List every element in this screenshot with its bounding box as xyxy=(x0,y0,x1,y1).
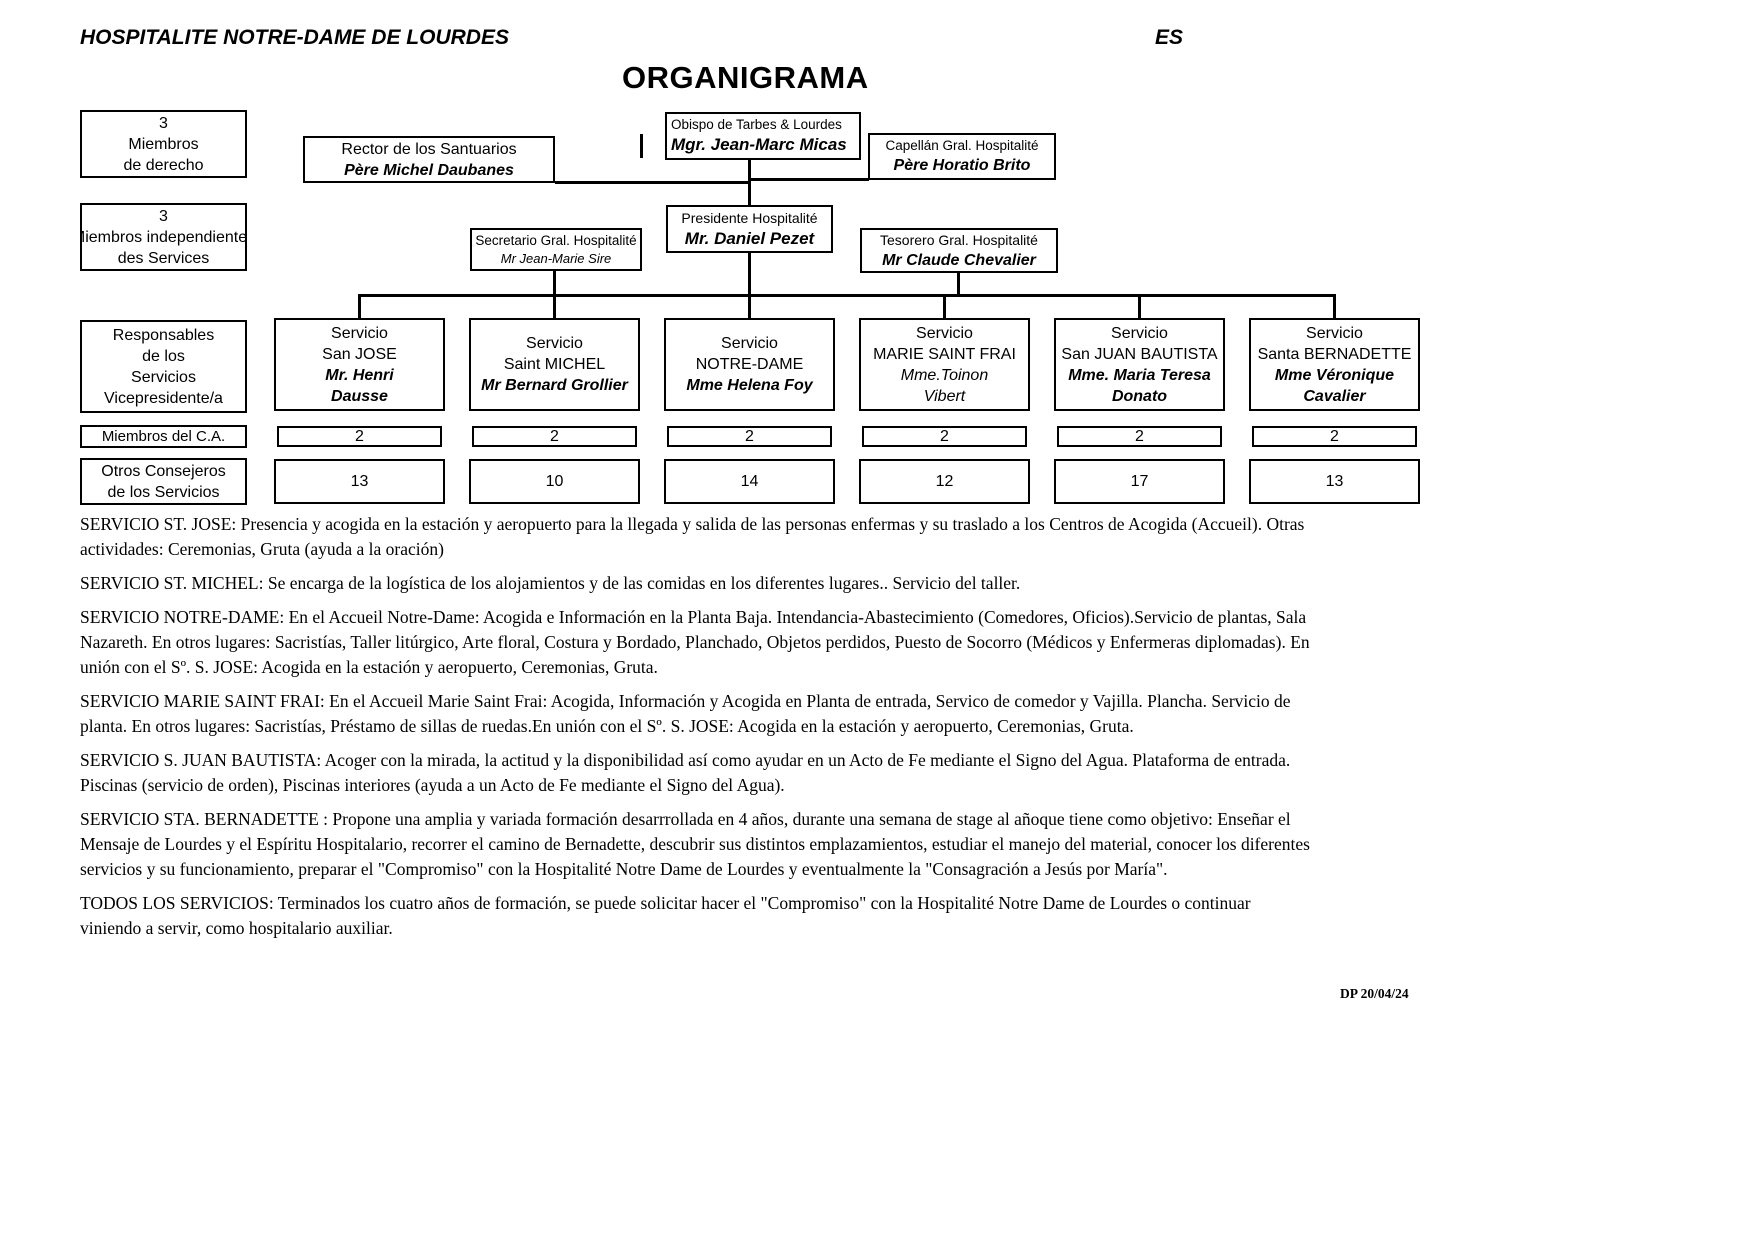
connector-drop-saint-michel xyxy=(553,296,556,318)
service-box-notre-dame: Servicio NOTRE-DAME Mme Helena Foy xyxy=(664,318,835,411)
date-stamp: DP 20/04/24 xyxy=(1340,986,1409,1001)
description-notre-dame: SERVICIO NOTRE-DAME: En el Accueil Notre… xyxy=(80,607,1310,677)
ca-count-santa-bernadette: 2 xyxy=(1252,426,1417,447)
service-name: San JOSE xyxy=(322,345,397,363)
ca-count-notre-dame: 2 xyxy=(667,426,832,447)
service-label: Servicio xyxy=(526,335,583,352)
box-tesorero: Tesorero Gral. Hospitalité Mr Claude Che… xyxy=(860,228,1058,273)
box-miembros-de-derecho: 3 Miembros de derecho xyxy=(80,110,247,178)
miembros-independientes-line2: des Services xyxy=(117,249,210,267)
responsables-line1: Responsables xyxy=(112,326,215,344)
otros-count-san-juan-bautista: 17 xyxy=(1054,459,1225,504)
service-name: Saint MICHEL xyxy=(503,356,606,373)
description-st-michel: SERVICIO ST. MICHEL: Se encarga de la lo… xyxy=(80,573,1021,593)
otros-count-marie-saint-frai: 12 xyxy=(859,459,1030,504)
box-obispo: Obispo de Tarbes & Lourdes Mgr. Jean-Mar… xyxy=(665,112,861,160)
connector-drop-san-jose xyxy=(358,296,361,318)
obispo-role: Obispo de Tarbes & Lourdes xyxy=(671,117,842,132)
chart-title: ORGANIGRAMA xyxy=(622,60,869,95)
description-st-jose: SERVICIO ST. JOSE: Presencia y acogida e… xyxy=(80,514,1305,559)
miembros-independientes-line1: Miembros independientes xyxy=(80,228,247,246)
connector-drop-santa-bernadette xyxy=(1333,296,1336,318)
connector-drop-notre-dame xyxy=(748,296,751,318)
miembros-derecho-line2: de derecho xyxy=(123,156,204,174)
service-descriptions: SERVICIO ST. JOSE: Presencia y acogida e… xyxy=(80,512,1315,950)
miembros-derecho-line1: Miembros xyxy=(128,135,199,153)
otros-consejeros-line1: Otros Consejeros xyxy=(101,462,226,480)
presidente-role: Presidente Hospitalité xyxy=(681,209,818,226)
tesorero-name: Mr Claude Chevalier xyxy=(882,251,1036,269)
description-todos-los-servicios: TODOS LOS SERVICIOS: Terminados los cuat… xyxy=(80,893,1251,938)
description-san-juan-bautista: SERVICIO S. JUAN BAUTISTA: Acoger con la… xyxy=(80,750,1291,795)
responsables-line4: Vicepresidente/a xyxy=(104,389,223,407)
presidente-name: Mr. Daniel Pezet xyxy=(684,228,815,248)
description-santa-bernadette: SERVICIO STA. BERNADETTE : Propone una a… xyxy=(80,809,1310,879)
service-label: Servicio xyxy=(916,324,973,342)
connector-center-capellan xyxy=(749,178,869,181)
box-rector: Rector de los Santuarios Père Michel Dau… xyxy=(303,136,555,183)
otros-count-saint-michel: 10 xyxy=(469,459,640,504)
service-head-name: Mme Véronique Cavalier xyxy=(1274,366,1395,405)
service-box-saint-michel: Servicio Saint MICHEL Mr Bernard Grollie… xyxy=(469,318,640,411)
miembros-independientes-count: 3 xyxy=(159,207,168,225)
service-head-name: Mme.Toinon Vibert xyxy=(900,366,989,405)
connector-obispo-presidente xyxy=(748,160,751,205)
box-secretario: Secretario Gral. Hospitalité Mr Jean-Mar… xyxy=(470,228,642,271)
service-head-name: Mme Helena Foy xyxy=(686,377,813,394)
otros-consejeros-line2: de los Servicios xyxy=(107,483,220,501)
miembros-ca-label: Miembros del C.A. xyxy=(101,428,226,445)
language-label: ES xyxy=(1155,26,1184,49)
service-name: San JUAN BAUTISTA xyxy=(1061,345,1218,363)
ca-count-san-juan-bautista: 2 xyxy=(1057,426,1222,447)
service-name: MARIE SAINT FRAI xyxy=(873,345,1016,363)
service-box-marie-saint-frai: Servicio MARIE SAINT FRAI Mme.Toinon Vib… xyxy=(859,318,1030,411)
otros-count-san-jose: 13 xyxy=(274,459,445,504)
box-miembros-independientes: 3 Miembros independientes des Services xyxy=(80,203,247,271)
connector-rector-center xyxy=(555,181,749,184)
service-box-san-juan-bautista: Servicio San JUAN BAUTISTA Mme. Maria Te… xyxy=(1054,318,1225,411)
capellan-role: Capellán Gral. Hospitalité xyxy=(885,138,1039,153)
tesorero-role: Tesorero Gral. Hospitalité xyxy=(880,231,1038,248)
responsables-line3: Servicios xyxy=(131,368,196,386)
ca-count-marie-saint-frai: 2 xyxy=(862,426,1027,447)
responsables-line2: de los xyxy=(142,347,185,365)
connector-services-horizontal xyxy=(358,294,1336,297)
service-name: NOTRE-DAME xyxy=(695,356,804,373)
otros-count-santa-bernadette: 13 xyxy=(1249,459,1420,504)
service-head-name: Mr Bernard Grollier xyxy=(481,377,628,394)
service-label: Servicio xyxy=(331,324,388,342)
service-label: Servicio xyxy=(1111,324,1168,342)
otros-count-notre-dame: 14 xyxy=(664,459,835,504)
ca-count-san-jose: 2 xyxy=(277,426,442,447)
description-marie-saint-frai: SERVICIO MARIE SAINT FRAI: En el Accueil… xyxy=(80,691,1291,736)
connector-presidente-down xyxy=(748,253,751,296)
connector-tesorero-down xyxy=(957,273,960,296)
service-box-san-jose: Servicio San JOSE Mr. Henri Dausse xyxy=(274,318,445,411)
document-title: HOSPITALITE NOTRE-DAME DE LOURDES xyxy=(80,26,509,49)
secretario-name: Mr Jean-Marie Sire xyxy=(500,251,612,266)
obispo-name: Mgr. Jean-Marc Micas xyxy=(671,135,847,154)
service-head-name: Mr. Henri Dausse xyxy=(325,366,394,405)
secretario-role: Secretario Gral. Hospitalité xyxy=(475,233,637,248)
service-box-santa-bernadette: Servicio Santa BERNADETTE Mme Véronique … xyxy=(1249,318,1420,411)
box-responsables: Responsables de los Servicios Vicepresid… xyxy=(80,320,247,413)
box-presidente: Presidente Hospitalité Mr. Daniel Pezet xyxy=(666,205,833,253)
service-head-name: Mme. Maria Teresa Donato xyxy=(1068,366,1211,405)
label-otros-consejeros: Otros Consejeros de los Servicios xyxy=(80,458,247,505)
rector-name: Père Michel Daubanes xyxy=(344,161,514,179)
connector-tick xyxy=(640,134,643,158)
connector-drop-san-juan-bautista xyxy=(1138,296,1141,318)
rector-role: Rector de los Santuarios xyxy=(341,140,517,158)
miembros-derecho-count: 3 xyxy=(159,114,168,132)
service-name: Santa BERNADETTE xyxy=(1257,345,1412,363)
connector-secretario-down xyxy=(553,271,556,296)
label-miembros-ca: Miembros del C.A. xyxy=(80,425,247,448)
capellan-name: Père Horatio Brito xyxy=(893,157,1031,174)
service-label: Servicio xyxy=(1306,324,1363,342)
box-capellan: Capellán Gral. Hospitalité Père Horatio … xyxy=(868,133,1056,180)
ca-count-saint-michel: 2 xyxy=(472,426,637,447)
service-label: Servicio xyxy=(721,335,778,352)
connector-drop-marie-saint-frai xyxy=(943,296,946,318)
